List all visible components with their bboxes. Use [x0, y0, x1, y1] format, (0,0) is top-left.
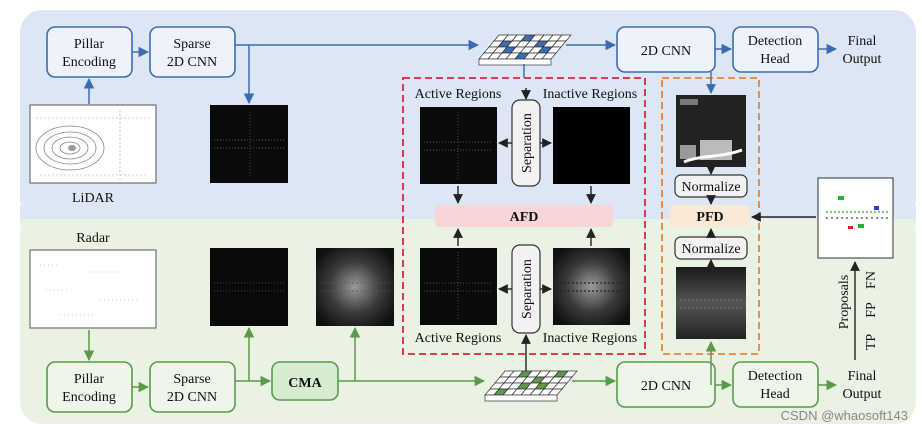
lidar-sparse-label-1: Sparse — [173, 37, 210, 52]
pfd-label: PFD — [696, 210, 723, 225]
radar-sparse-label-1: Sparse — [173, 372, 210, 387]
radar-final-output-label-2: Output — [843, 387, 882, 402]
afd-active-regions-top: Active Regions — [415, 87, 502, 102]
watermark: CSDN @whaosoft143 — [781, 408, 908, 423]
lidar-point-cloud-image — [29, 104, 157, 184]
afd-active-map-top — [420, 107, 497, 184]
radar-sensor-label: Radar — [76, 231, 110, 246]
proposals-legend: Proposals TP FP FN — [837, 271, 879, 350]
radar-sparse-feature-map — [210, 248, 288, 326]
proposals-label: Proposals — [837, 275, 852, 329]
lidar-sparse-label-2: 2D CNN — [167, 55, 217, 70]
radar-point-cloud-image — [29, 249, 157, 329]
radar-sparse-cnn-box — [149, 361, 236, 413]
afd-active-regions-bottom: Active Regions — [415, 331, 502, 346]
radar-head-label-1: Detection — [748, 369, 802, 384]
grid-front-face — [478, 58, 552, 66]
pfd-fusion-bar — [670, 205, 750, 227]
afd-fusion-bar — [435, 205, 613, 227]
cma-label: CMA — [288, 376, 322, 391]
lidar-pillar-label-1: Pillar — [74, 37, 105, 52]
pfd-normalize-top: Normalize — [681, 180, 740, 195]
afd-active-map-bottom — [420, 248, 497, 325]
lidar-sensor-label: LiDAR — [72, 191, 115, 206]
fn-label: FN — [864, 271, 879, 289]
lidar-head-label-2: Head — [760, 52, 790, 67]
radar-final-output-label-1: Final — [848, 369, 877, 384]
radar-pillar-label-2: Encoding — [62, 390, 116, 405]
pfd-radar-proposal-map — [676, 267, 746, 339]
pfd-lidar-proposal-map — [676, 95, 746, 167]
proposals-image — [817, 177, 894, 259]
afd-inactive-regions-top: Inactive Regions — [543, 87, 637, 102]
afd-inactive-regions-bottom: Inactive Regions — [543, 331, 637, 346]
radar-connectors — [83, 326, 838, 393]
afd-inactive-map-top — [553, 107, 630, 184]
radar-sparse-label-2: 2D CNN — [167, 390, 217, 405]
radar-cma-feature-map — [316, 248, 394, 326]
radar-bev-grid — [484, 370, 578, 402]
tp-label: TP — [864, 334, 879, 351]
afd-separation-label-top: Separation — [520, 113, 535, 173]
afd-inactive-map-bottom — [553, 248, 630, 325]
radar-2d-cnn-label: 2D CNN — [641, 379, 691, 394]
lidar-bev-grid — [478, 34, 572, 66]
lidar-final-output-label-1: Final — [848, 34, 877, 49]
fp-label: FP — [864, 302, 879, 318]
lidar-sparse-cnn-box — [149, 26, 236, 78]
pfd-arrows — [706, 72, 860, 360]
lidar-2d-cnn-label: 2D CNN — [641, 44, 691, 59]
lidar-pillar-label-2: Encoding — [62, 55, 116, 70]
lidar-sparse-feature-map — [210, 105, 288, 183]
lidar-head-label-1: Detection — [748, 34, 802, 49]
lidar-connectors — [83, 39, 838, 105]
lidar-final-output-label-2: Output — [843, 52, 882, 67]
afd-arrows — [453, 88, 596, 372]
afd-separation-label-bottom: Separation — [520, 259, 535, 319]
afd-label: AFD — [510, 210, 539, 225]
pfd-normalize-bottom: Normalize — [681, 242, 740, 257]
radar-pillar-label-1: Pillar — [74, 372, 105, 387]
radar-head-label-2: Head — [760, 387, 790, 402]
grid-front-face — [484, 394, 558, 402]
